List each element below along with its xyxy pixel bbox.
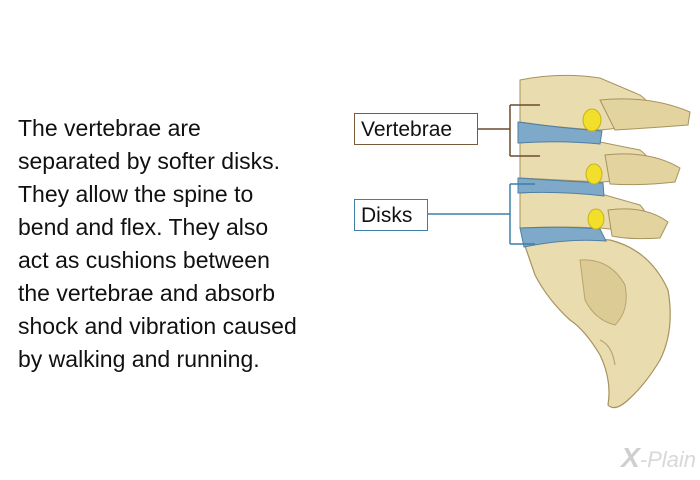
description-line: They allow the spine to: [18, 181, 254, 207]
x-plain-logo: X-Plain: [621, 442, 696, 474]
description-line: separated by softer disks.: [18, 148, 281, 174]
logo-mark: X: [621, 442, 640, 473]
disks-label: Disks: [354, 199, 428, 231]
vertebrae-pointer-bracket: [478, 104, 540, 157]
vertebrae-label: Vertebrae: [354, 113, 478, 145]
spine-disks: [517, 121, 607, 248]
description-line: by walking and running.: [18, 346, 260, 372]
description-text: The vertebrae are separated by softer di…: [18, 112, 363, 376]
disks-pointer-bracket: [428, 183, 535, 245]
description-line: the vertebrae and absorb: [18, 280, 276, 306]
logo-text: -Plain: [639, 447, 696, 472]
spine-bones: [519, 74, 691, 409]
description-line: shock and vibration caused: [18, 313, 297, 339]
description-line: bend and flex. They also: [18, 214, 269, 240]
description-line: act as cushions between: [18, 247, 270, 273]
description-line: The vertebrae are: [18, 115, 201, 141]
nerve-roots: [582, 108, 605, 230]
